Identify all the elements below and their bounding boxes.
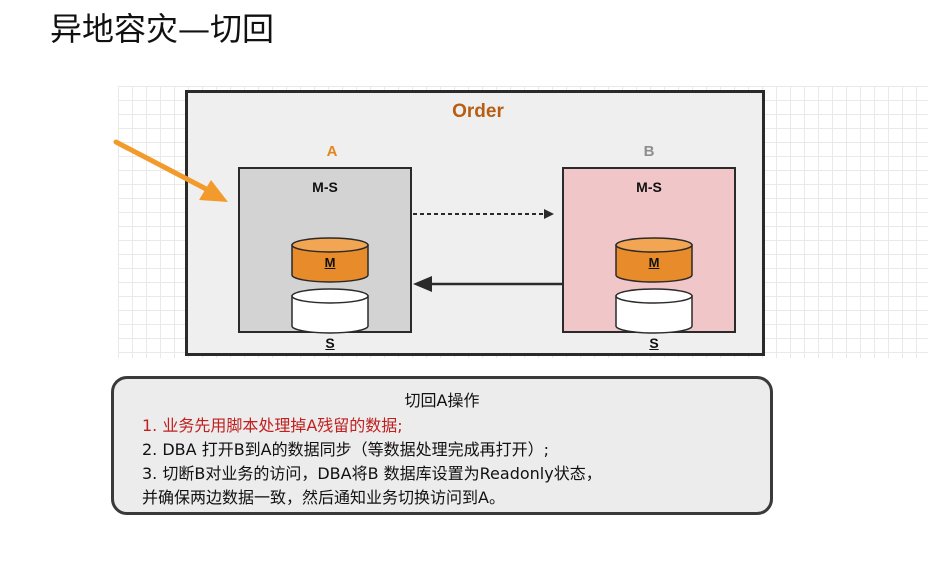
step-3: 3. 切断B对业务的访问，DBA将B 数据库设置为Readonly状态， <box>142 460 602 484</box>
node-a-role: M-S <box>312 179 338 195</box>
node-a-master-label: M <box>324 255 336 270</box>
node-a-slave-label: S <box>325 335 335 351</box>
order-label: Order <box>452 101 504 122</box>
node-a-slave-db-icon <box>291 288 369 334</box>
page-title: 异地容灾—切回 <box>50 10 275 48</box>
step-3-text: 切断B对业务的访问，DBA将B 数据库设置为Readonly状态， <box>162 464 602 483</box>
step-1: 1. 业务先用脚本处理掉A残留的数据; <box>142 412 403 436</box>
node-b-label: B <box>643 143 655 160</box>
steps-panel: 切回A操作 1. 业务先用脚本处理掉A残留的数据; 2. DBA 打开B到A的数… <box>111 376 773 515</box>
step-1-text: 业务先用脚本处理掉A残留的数据; <box>162 416 403 435</box>
pointer-arrow-icon <box>113 139 228 202</box>
node-b-master-label: M <box>648 255 660 270</box>
node-b-slave-label: S <box>649 335 659 351</box>
sync-arrow-b-to-a <box>413 276 562 292</box>
node-b-slave-db-icon <box>615 288 693 334</box>
node-b-master-db-icon <box>615 237 693 283</box>
step-1-number: 1. <box>142 416 163 435</box>
node-a-master-db-icon <box>291 237 369 283</box>
node-a-label: A <box>326 143 338 160</box>
step-3-continued: 并确保两边数据一致，然后通知业务切换访问到A。 <box>142 484 505 508</box>
step-2-number: 2. <box>142 440 163 459</box>
steps-title: 切回A操作 <box>404 391 480 410</box>
step-2-text: DBA 打开B到A的数据同步（等数据处理完成再打开）; <box>162 440 550 459</box>
step-2: 2. DBA 打开B到A的数据同步（等数据处理完成再打开）; <box>142 436 549 460</box>
node-b-role: M-S <box>636 179 662 195</box>
step-3-number: 3. <box>142 464 163 483</box>
step-3-continued-text: 并确保两边数据一致，然后通知业务切换访问到A。 <box>142 488 505 507</box>
